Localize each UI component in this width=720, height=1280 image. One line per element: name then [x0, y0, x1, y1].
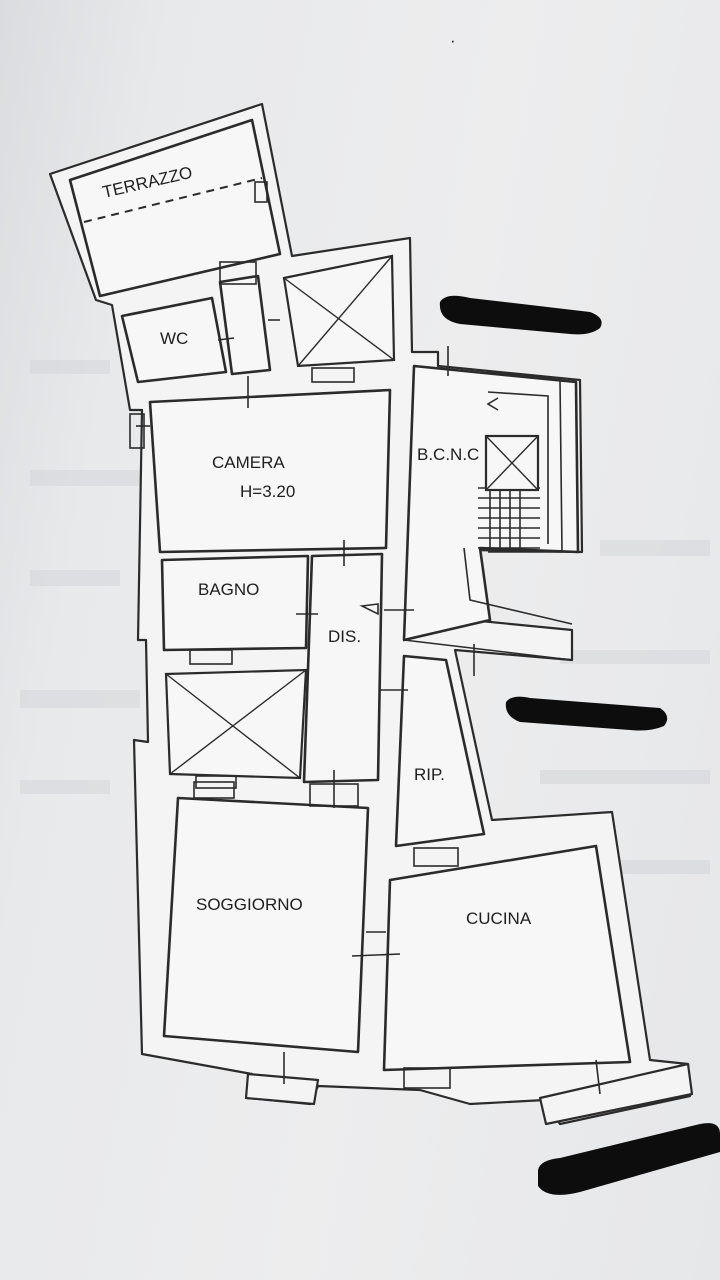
label-dis: DIS.: [328, 627, 361, 646]
bagno-room: [160, 554, 310, 652]
label-camera-height: H=3.20: [240, 482, 295, 501]
landing-line: [463, 547, 573, 625]
dis-corridor: [302, 552, 384, 784]
wc-room: [120, 296, 228, 384]
cucina-balcony: [538, 1062, 694, 1126]
label-rip: RIP.: [414, 765, 445, 784]
cucina-room: [382, 844, 632, 1072]
stair-well-void: [484, 434, 540, 492]
corridor-door-frame: [219, 261, 257, 285]
label-soggiorno: SOGGIORNO: [196, 895, 303, 914]
redaction-mark-middle: [505, 696, 668, 731]
camera-window: [129, 413, 145, 449]
terrazzo-dashed-edge: [83, 177, 263, 223]
cucina-window: [403, 1067, 451, 1089]
label-cucina: CUCINA: [466, 909, 532, 928]
upper-corridor: [218, 274, 272, 376]
terrazzo-post: [254, 181, 268, 203]
soggiorno-door-frame: [193, 781, 235, 799]
door-ticks: [217, 319, 601, 1095]
redaction-mark-bottom: [538, 1123, 720, 1195]
label-camera: CAMERA: [212, 453, 285, 472]
rip-room: [394, 654, 486, 848]
cucina-door-frame: [413, 847, 459, 867]
upper-void: [282, 254, 396, 383]
soggiorno-room: [162, 796, 370, 1054]
dis-arrow: [359, 603, 379, 616]
camera-room: [148, 388, 392, 554]
bagno-window: [189, 649, 233, 665]
label-bagno: BAGNO: [198, 580, 259, 599]
terrazzo-room: [68, 118, 282, 298]
soggiorno-balcony: [244, 1072, 320, 1106]
label-wc: WC: [160, 329, 188, 348]
top-mark: ·: [450, 31, 456, 50]
landing-edge: [403, 639, 573, 661]
middle-void: [164, 668, 308, 789]
redaction-mark-top: [439, 295, 602, 335]
bcnc-area: [402, 364, 580, 642]
label-bcnc: B.C.N.C: [417, 445, 479, 464]
